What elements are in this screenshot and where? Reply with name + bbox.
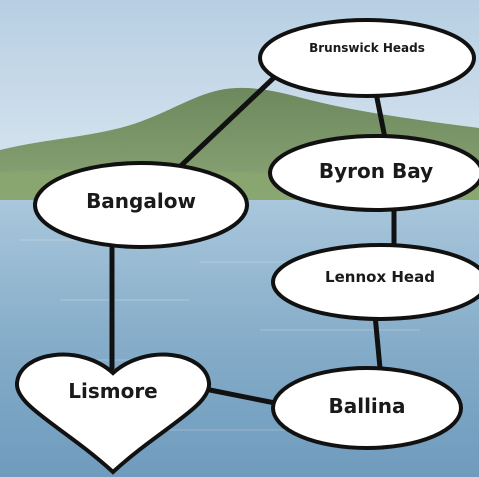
node-label-ballina: Ballina (328, 394, 405, 418)
node-label-bangalow: Bangalow (86, 189, 196, 213)
node-byron-bay: Byron Bay (268, 134, 479, 212)
edge-brunswick-byron (373, 90, 388, 141)
node-bangalow: Bangalow (33, 161, 249, 249)
node-label-lismore: Lismore (68, 379, 158, 403)
node-lismore: Lismore (15, 352, 211, 475)
node-label-brunswick-heads: Brunswick Heads (309, 41, 425, 55)
node-brunswick-heads: Brunswick Heads (258, 18, 476, 98)
node-label-lennox-head: Lennox Head (325, 268, 435, 286)
heart-shape (15, 352, 211, 475)
node-label-byron-bay: Byron Bay (319, 159, 433, 183)
edge-brunswick-bangalow (165, 67, 285, 181)
edges (109, 67, 397, 408)
edge-lennox-ballina (372, 312, 383, 371)
node-lennox-head: Lennox Head (271, 243, 479, 321)
node-ballina: Ballina (271, 366, 463, 450)
